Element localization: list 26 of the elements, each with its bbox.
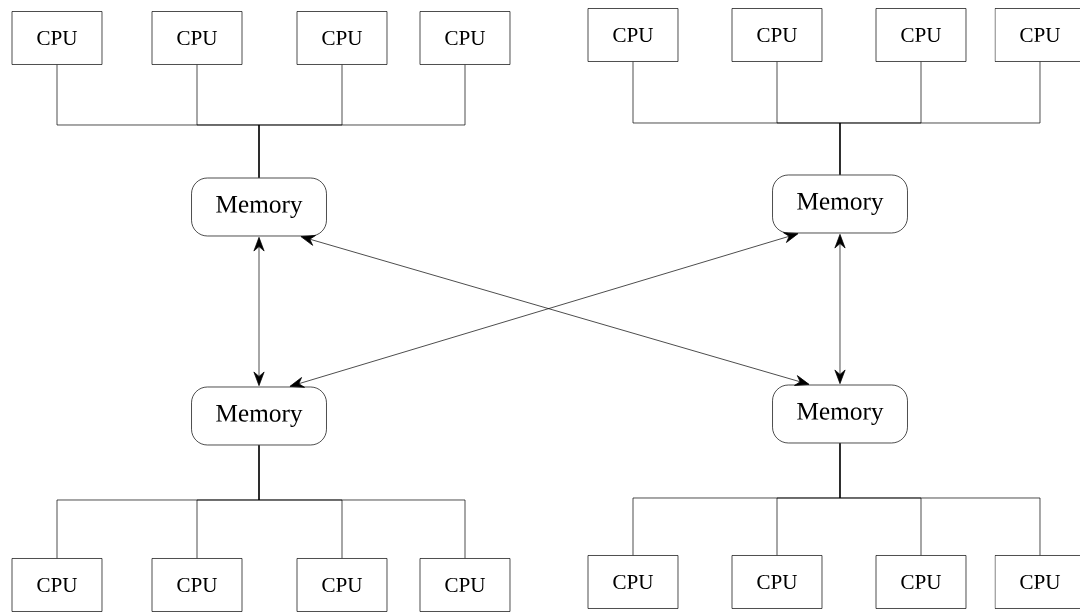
- cpu-box: CPU: [731, 555, 823, 609]
- cpu-box: CPU: [994, 8, 1080, 62]
- cpu-box: CPU: [296, 11, 388, 65]
- cpu-box: CPU: [151, 11, 243, 65]
- cpu-box: CPU: [994, 555, 1080, 609]
- cpu-box: CPU: [587, 8, 679, 62]
- cpu-box: CPU: [11, 11, 103, 65]
- cpu-box: CPU: [731, 8, 823, 62]
- memory-box: Memory: [191, 386, 327, 446]
- arrow: [834, 234, 846, 384]
- cpu-box: CPU: [875, 8, 967, 62]
- memory-box: Memory: [772, 384, 908, 444]
- cpu-box: CPU: [296, 558, 388, 612]
- cpu-box: CPU: [419, 558, 511, 612]
- cpu-box: CPU: [419, 11, 511, 65]
- cpu-box: CPU: [151, 558, 243, 612]
- arrow: [253, 237, 265, 386]
- bus-line: [258, 445, 466, 559]
- cpu-box: CPU: [587, 555, 679, 609]
- bus-line: [839, 443, 1041, 556]
- cpu-box: CPU: [11, 558, 103, 612]
- memory-box: Memory: [772, 174, 908, 234]
- memory-box: Memory: [191, 177, 327, 237]
- bus-line: [258, 64, 466, 178]
- cpu-box: CPU: [875, 555, 967, 609]
- bus-line: [839, 61, 1041, 175]
